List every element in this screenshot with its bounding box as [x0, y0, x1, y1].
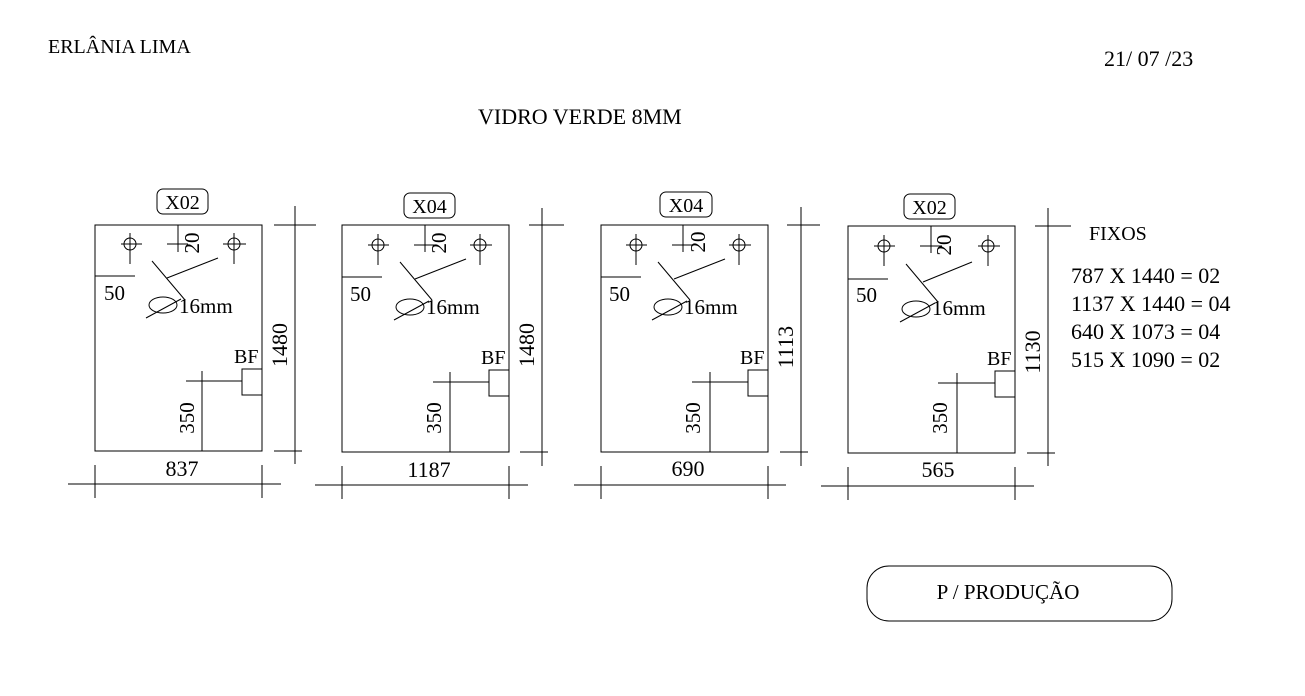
- lock-height: 350: [681, 402, 705, 434]
- qty-box: [903, 193, 956, 220]
- production-stamp: P / PRODUÇÃO: [866, 565, 1173, 622]
- hole-offset-top: 20: [686, 232, 710, 253]
- lock-height: 350: [175, 402, 199, 434]
- hole-diameter: 16mm: [426, 295, 480, 319]
- qty-box: [156, 188, 209, 215]
- panel-height: 1130: [1020, 330, 1045, 373]
- panel-qty: X02: [165, 192, 199, 214]
- lock-label: BF: [987, 348, 1011, 370]
- lock-box: [488, 369, 510, 397]
- panel-qty: X02: [912, 197, 946, 219]
- glass-panel-3: X04 20 50 16mm BF 350 1113 690: [574, 191, 820, 499]
- hole-diameter: 16mm: [179, 294, 233, 318]
- hole-diameter: 16mm: [684, 295, 738, 319]
- hole-offset-side: 50: [609, 282, 630, 306]
- lock-height: 350: [928, 402, 952, 434]
- lock-box: [994, 370, 1016, 398]
- hole-offset-side: 50: [104, 281, 125, 305]
- hole-offset-side: 50: [856, 283, 877, 307]
- hole-offset-top: 20: [932, 235, 956, 256]
- hole-diameter-symbol: [901, 300, 931, 318]
- panel-height: 1480: [514, 323, 539, 367]
- hole-diameter: 16mm: [932, 296, 986, 320]
- panel-height: 1480: [267, 323, 292, 367]
- lock-height: 350: [422, 402, 446, 434]
- fixos-line: 787 X 1440 = 02: [1071, 263, 1220, 288]
- lock-label: BF: [740, 347, 764, 369]
- panel-qty: X04: [669, 195, 703, 217]
- panel-qty: X04: [412, 196, 446, 218]
- qty-box: [659, 191, 713, 218]
- drawing-date: 21/ 07 /23: [1104, 46, 1193, 71]
- lock-box: [241, 368, 263, 396]
- panel-width: 1187: [407, 457, 450, 482]
- material-title: VIDRO VERDE 8MM: [478, 104, 682, 129]
- lock-label: BF: [234, 346, 258, 368]
- stamp-label: P / PRODUÇÃO: [937, 580, 1080, 604]
- hole-diameter-symbol: [148, 296, 178, 314]
- qty-box: [403, 192, 456, 219]
- fixos-line: 640 X 1073 = 04: [1071, 319, 1220, 344]
- hole-offset-top: 20: [427, 233, 451, 254]
- glass-panel-1: X02 20 50 16mm BF 350 1480 837: [68, 188, 316, 498]
- panel-width: 837: [166, 456, 199, 481]
- hole-diameter-symbol: [653, 298, 683, 316]
- panel-width: 565: [922, 457, 955, 482]
- glass-panel-4: X02 20 50 16mm BF 350 1130 565: [821, 193, 1071, 500]
- fixos-list: FIXOS 787 X 1440 = 02 1137 X 1440 = 04 6…: [1071, 223, 1230, 372]
- client-name: ERLÂNIA LIMA: [48, 35, 191, 58]
- lock-box: [747, 369, 769, 397]
- fixos-title: FIXOS: [1089, 223, 1147, 245]
- glass-panel-2: X04 20 50 16mm BF 350 1480 1187: [315, 192, 564, 499]
- fixos-line: 1137 X 1440 = 04: [1071, 291, 1230, 316]
- hole-offset-side: 50: [350, 282, 371, 306]
- panel-width: 690: [672, 456, 705, 481]
- panel-height: 1113: [773, 326, 798, 368]
- lock-label: BF: [481, 347, 505, 369]
- hole-offset-top: 20: [180, 233, 204, 254]
- fixos-line: 515 X 1090 = 02: [1071, 347, 1220, 372]
- hole-diameter-symbol: [395, 298, 425, 316]
